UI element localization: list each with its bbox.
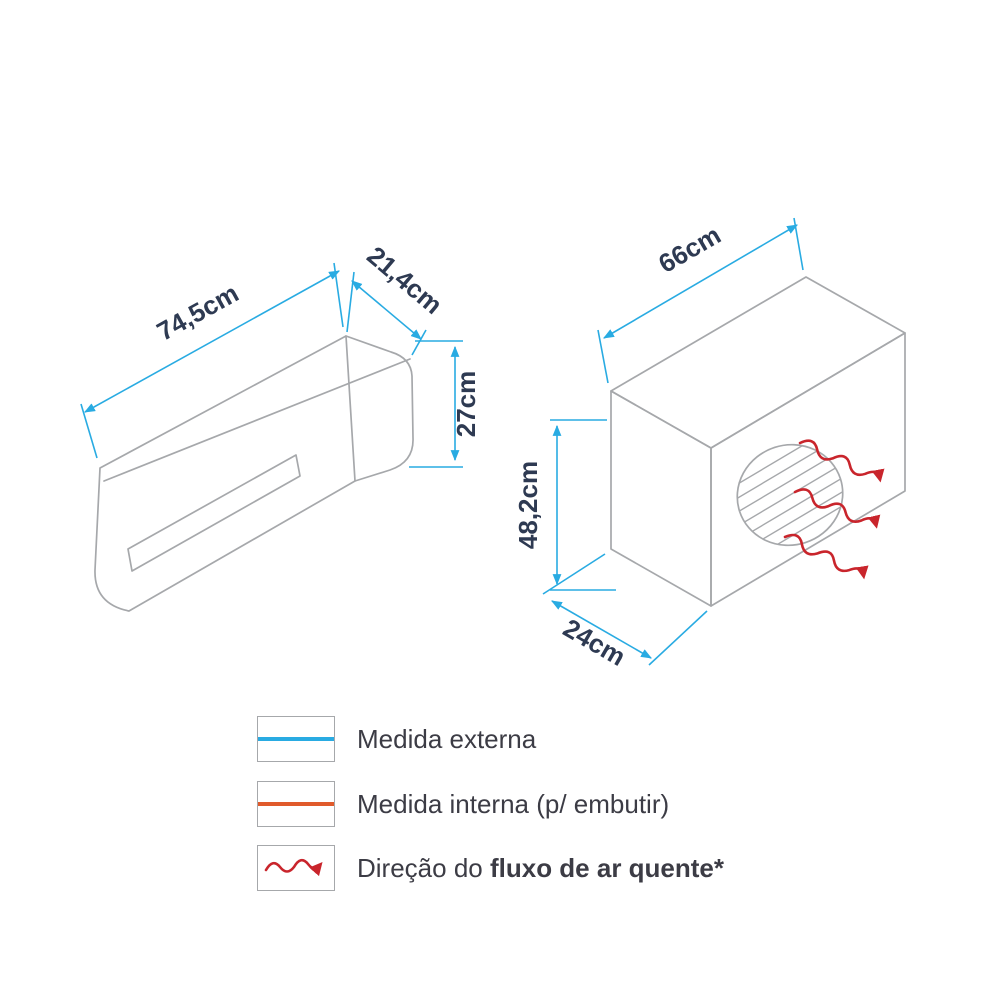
dim-indoor-width: 74,5cm [80,262,344,459]
dim-indoor-depth-line [351,280,422,340]
internal-measure-symbol [257,781,335,827]
dim-indoor-width-line [84,270,340,413]
legend-row-internal: Medida interna (p/ embutir) [257,781,669,827]
hot-air-flow-arrows [783,439,885,580]
indoor-unit-drawing: 74,5cm 21,4cm 27cm [80,240,481,612]
hatch-line [724,431,856,497]
outdoor-unit-top-face [610,276,906,449]
dim-outdoor-width-line [603,224,798,339]
dim-indoor-depth-label: 21,4cm [361,240,448,320]
dim-extension-line [411,329,427,356]
external-measure-line-icon [258,737,334,741]
dim-outdoor-height-label: 48,2cm [513,461,543,549]
dim-indoor-height-label: 27cm [451,371,481,438]
dim-extension-line [597,329,609,384]
dim-indoor-height: 27cm [409,340,481,468]
dim-extension-line [648,610,708,666]
hatch-line [724,431,856,511]
legend-label-internal: Medida interna (p/ embutir) [357,789,670,819]
dim-indoor-width-label: 74,5cm [152,278,244,347]
legend-label-external: Medida externa [357,724,537,754]
dim-outdoor-height: 48,2cm [513,419,616,591]
dim-outdoor-depth: 24cm [542,553,708,672]
fan-hatch-lines [724,431,856,559]
hatch-line [724,451,856,539]
legend-label-airflow-bold: fluxo de ar quente* [489,853,725,883]
outdoor-unit-drawing: 66cm 48,2cm 24cm [513,217,906,672]
hatch-line [724,493,856,559]
outdoor-unit-right-face [710,332,906,607]
airflow-symbol [257,845,335,891]
hot-air-arrow [793,488,881,529]
dim-extension-line [542,553,606,595]
hot-air-arrow [783,533,869,580]
indoor-unit-air-outlet-slot [127,454,301,572]
outdoor-unit-left-face [610,390,712,607]
indoor-unit-end-face [345,335,414,482]
dim-outdoor-width-label: 66cm [653,220,726,279]
hot-air-arrow [798,439,885,483]
wavy-arrow-icon [264,858,323,877]
legend-row-airflow: Direção do fluxo de ar quente* [257,845,724,891]
indoor-unit-body [94,335,356,612]
dim-outdoor-depth-line [551,600,652,659]
indoor-unit-top-face-edge [103,358,411,482]
legend-row-external: Medida externa [257,716,536,762]
legend-label-airflow-prefix: Direção do [357,853,490,883]
dim-outdoor-width: 66cm [597,217,804,384]
legend-label-airflow: Direção do fluxo de ar quente* [357,845,724,891]
external-measure-symbol [257,716,335,762]
dim-outdoor-depth-label: 24cm [558,613,631,672]
dim-indoor-depth: 21,4cm [346,240,448,356]
dim-extension-line [80,403,98,459]
fan-grille [724,431,856,559]
hatch-line [724,479,856,559]
internal-measure-line-icon [258,802,334,806]
